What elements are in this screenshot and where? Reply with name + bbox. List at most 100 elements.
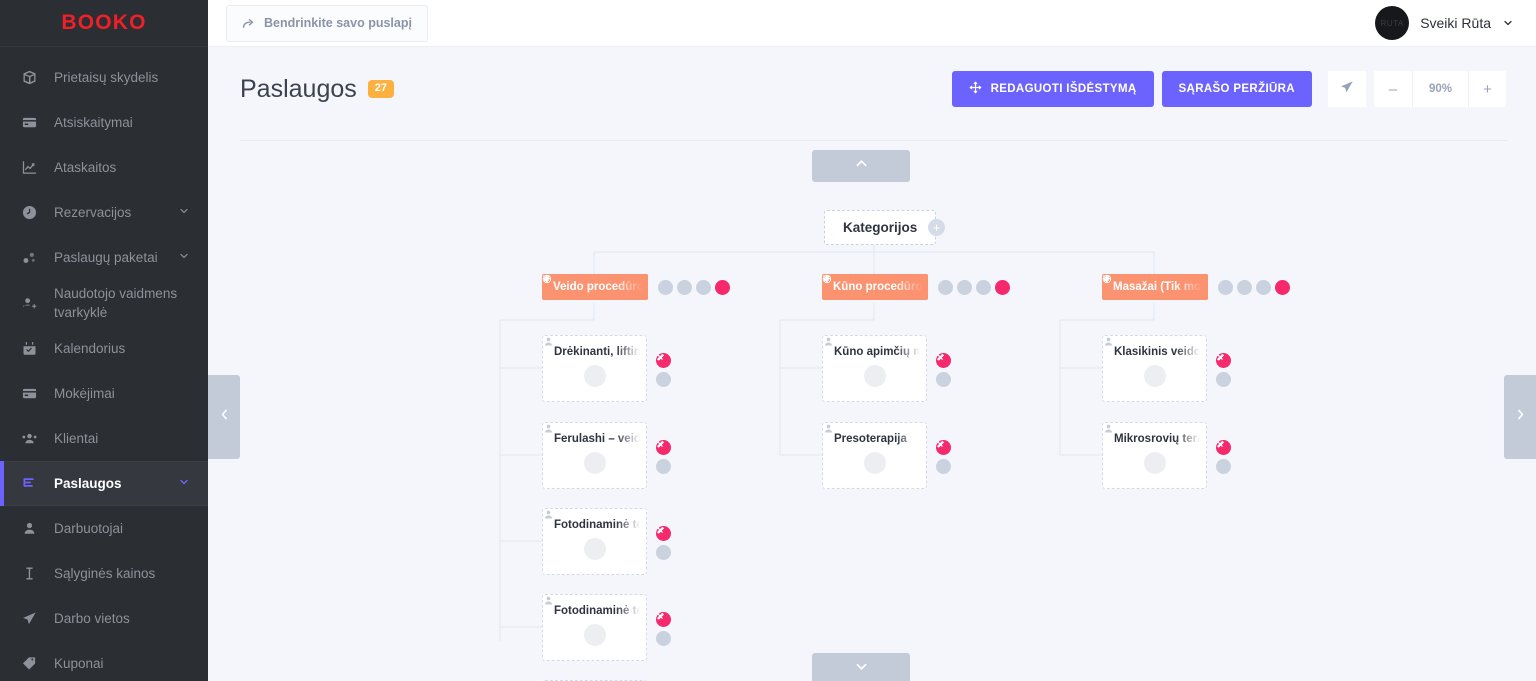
brand-logo[interactable]: BOOKO	[0, 0, 208, 47]
sidebar-item-user-roles[interactable]: Naudotojo vaidmens tvarkyklė	[0, 280, 208, 326]
edit-service-button[interactable]	[1216, 440, 1231, 474]
tree-container: Kategorijos + Veido procedūros	[208, 110, 1536, 681]
service-card-actions	[1216, 440, 1231, 474]
send-icon	[1340, 80, 1354, 98]
card-icon	[22, 386, 44, 401]
chevron-right-icon	[1514, 408, 1527, 426]
add-service-button[interactable]	[1102, 274, 1233, 295]
service-card-actions	[1216, 353, 1231, 387]
scroll-up-button[interactable]	[812, 150, 910, 182]
globe-icon[interactable]	[822, 274, 991, 295]
sidebar-item-conditional-prices[interactable]: Sąlyginės kainos	[0, 551, 208, 596]
category-chip[interactable]: Masažai (Tik moterims)	[1102, 274, 1208, 300]
user-menu[interactable]: RUTA Sveiki Rūta	[1375, 6, 1514, 40]
locate-button[interactable]	[1327, 71, 1366, 107]
sidebar-item-reservations[interactable]: Rezervacijos	[0, 190, 208, 235]
globe-icon[interactable]	[1102, 274, 1271, 295]
text-fade	[616, 423, 646, 445]
service-card[interactable]: Mikrosrovių terapija	[1102, 422, 1207, 489]
add-service-button[interactable]	[822, 274, 953, 295]
sidebar-item-label: Ataskaitos	[54, 160, 117, 175]
category-label: Masažai (Tik moterims)	[1113, 281, 1208, 293]
delete-category-button[interactable]	[1103, 275, 1290, 295]
delete-category-button[interactable]	[823, 275, 1010, 295]
clock-icon	[22, 205, 44, 220]
edit-category-button[interactable]	[823, 274, 972, 295]
chevron-down-icon[interactable]	[1502, 17, 1514, 29]
collapse-left-button[interactable]	[208, 375, 240, 459]
add-root-category-button[interactable]: +	[928, 219, 945, 236]
edit-service-button[interactable]	[656, 440, 671, 474]
service-card[interactable]: Presoterapija	[822, 422, 927, 489]
collapse-right-button[interactable]	[1504, 375, 1536, 459]
add-service-button[interactable]	[542, 274, 673, 295]
edit-service-button[interactable]	[656, 526, 671, 560]
sidebar-item-workplaces[interactable]: Darbo vietos	[0, 596, 208, 641]
tree-root-node[interactable]: Kategorijos	[824, 210, 937, 245]
sidebar-item-dashboard[interactable]: Prietaisų skydelis	[0, 55, 208, 100]
service-title: Kūno apimčių mažinimas	[823, 336, 926, 358]
edit-layout-button[interactable]: REDAGUOTI IŠDĖSTYMĄ	[951, 71, 1154, 107]
category-chip[interactable]: Veido procedūros	[542, 274, 648, 300]
sidebar-item-label: Kalendorius	[54, 341, 126, 356]
delete-category-button[interactable]	[543, 275, 730, 295]
sidebar-item-employees[interactable]: Darbuotojai	[0, 506, 208, 551]
category-node[interactable]: Kūno procedūros	[822, 274, 1010, 300]
sidebar-item-services[interactable]: Paslaugos	[0, 461, 208, 506]
category-node[interactable]: Veido procedūros	[542, 274, 730, 300]
service-title: Fotodinaminė terapija	[543, 595, 646, 617]
person-icon	[544, 337, 606, 387]
calendar-icon	[22, 341, 44, 356]
main-area: Bendrinkite savo puslapį RUTA Sveiki Rūt…	[208, 0, 1536, 681]
person-icon	[824, 424, 886, 474]
service-card[interactable]: Fotodinaminė terapija	[542, 508, 647, 575]
sidebar-item-calendar[interactable]: Kalendorius	[0, 326, 208, 371]
person-icon	[544, 424, 606, 474]
edit-category-button[interactable]	[1103, 274, 1252, 295]
list-view-button[interactable]: SĄRAŠO PERŽIŪRA	[1161, 71, 1312, 107]
service-card[interactable]: Drėkinanti, liftinguojanti veido procedū…	[542, 335, 647, 402]
service-card[interactable]: Ferulashi – veido procedūra	[542, 422, 647, 489]
avatar: RUTA	[1375, 6, 1410, 40]
category-label: Veido procedūros	[553, 281, 648, 293]
edit-layout-label: REDAGUOTI IŠDĖSTYMĄ	[990, 83, 1137, 95]
share-page-button[interactable]: Bendrinkite savo puslapį	[226, 4, 428, 42]
edit-service-button[interactable]	[656, 612, 671, 646]
zoom-in-button[interactable]: +	[1468, 71, 1506, 107]
chart-icon	[22, 160, 44, 175]
service-card[interactable]: Kūno apimčių mažinimas	[822, 335, 927, 402]
service-card[interactable]: Klasikinis veido masažas	[1102, 335, 1207, 402]
chevron-down-icon[interactable]	[178, 476, 192, 491]
sidebar-item-service-packages[interactable]: Paslaugų paketai	[0, 235, 208, 280]
category-chip[interactable]: Kūno procedūros	[822, 274, 928, 300]
edit-service-button[interactable]	[936, 440, 951, 474]
share-page-label: Bendrinkite savo puslapį	[264, 16, 412, 30]
sidebar-item-label: Paslaugų paketai	[54, 250, 158, 265]
sidebar-item-label: Sąlyginės kainos	[54, 566, 156, 581]
list-view-label: SĄRAŠO PERŽIŪRA	[1178, 83, 1295, 95]
text-fade	[896, 423, 926, 445]
org-chart-canvas[interactable]: Kategorijos + Veido procedūros	[208, 110, 1536, 681]
zoom-out-button[interactable]: –	[1373, 71, 1412, 107]
chevron-down-icon[interactable]	[178, 205, 192, 220]
edit-service-button[interactable]	[936, 353, 951, 387]
person-icon	[1104, 337, 1166, 387]
category-node[interactable]: Masažai (Tik moterims)	[1102, 274, 1290, 300]
chevron-down-icon[interactable]	[178, 250, 192, 265]
chevron-down-icon	[854, 659, 869, 679]
sidebar-item-reports[interactable]: Ataskaitos	[0, 145, 208, 190]
scroll-down-button[interactable]	[812, 653, 910, 681]
text-fade	[1176, 336, 1206, 358]
sidebar-item-billing[interactable]: Atsiskaitymai	[0, 100, 208, 145]
sidebar-item-clients[interactable]: Klientai	[0, 416, 208, 461]
sidebar-item-payments[interactable]: Mokėjimai	[0, 371, 208, 416]
service-card-actions	[656, 440, 671, 474]
sidebar-item-label: Klientai	[54, 431, 99, 446]
globe-icon[interactable]	[542, 274, 711, 295]
edit-service-button[interactable]	[656, 353, 671, 387]
sidebar-item-coupons[interactable]: Kuponai	[0, 641, 208, 681]
edit-service-button[interactable]	[1216, 353, 1231, 387]
service-card[interactable]: Fotodinaminė terapija	[542, 594, 647, 661]
edit-category-button[interactable]	[543, 274, 692, 295]
